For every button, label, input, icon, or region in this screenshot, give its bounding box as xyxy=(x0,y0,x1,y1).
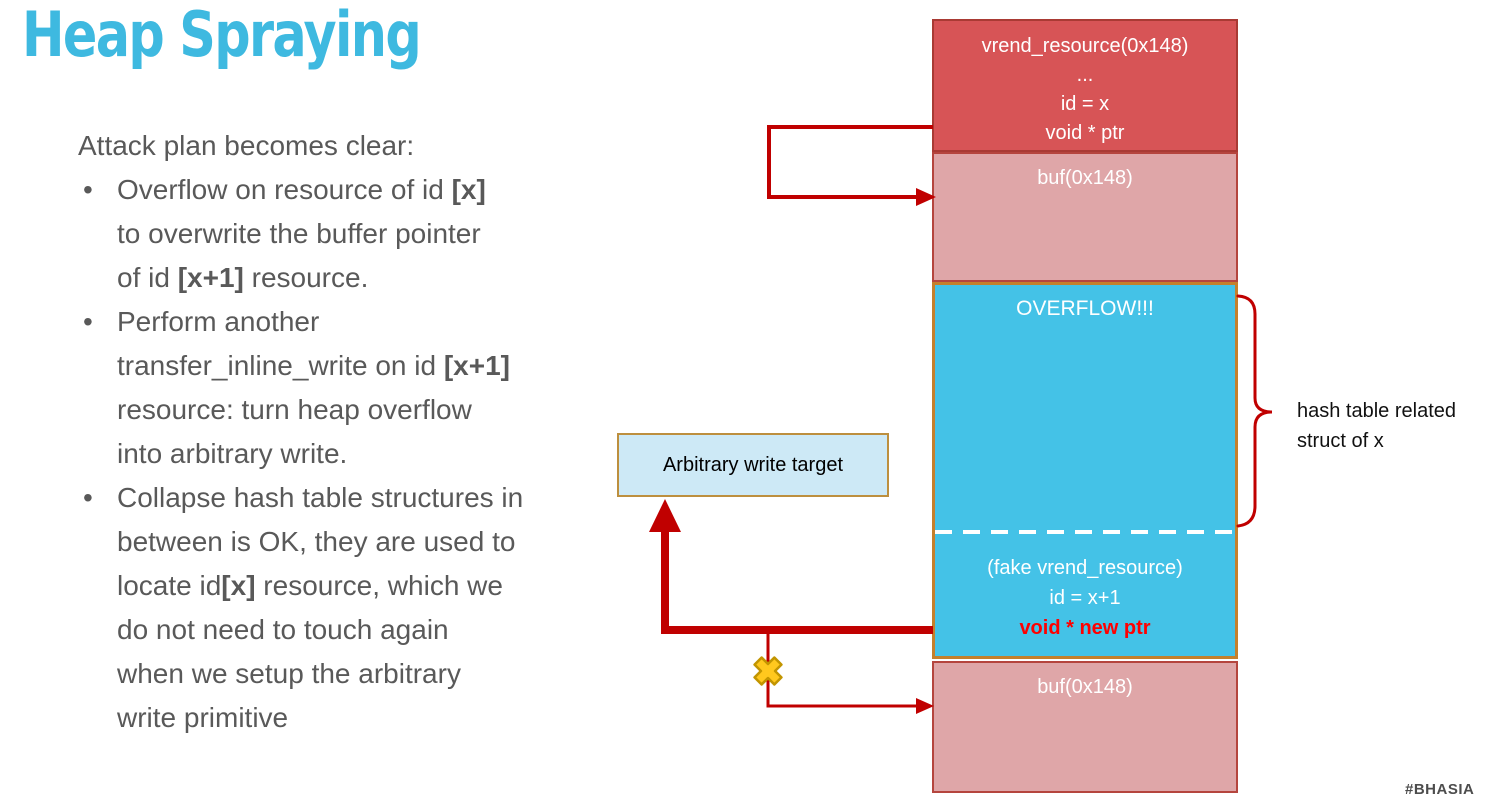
attack-plan-intro: Attack plan becomes clear: xyxy=(78,130,415,161)
buf-bottom-label: buf(0x148) xyxy=(1037,676,1133,698)
fake-vrend-resource: (fake vrend_resource) id = x+1 void * ne… xyxy=(935,553,1235,643)
buf-top-label: buf(0x148) xyxy=(1037,167,1133,189)
attack-plan-text: Attack plan becomes clear: Overflow on r… xyxy=(78,124,638,740)
arbitrary-write-target-label: Arbitrary write target xyxy=(662,453,844,476)
new-ptr-arrow xyxy=(649,499,933,634)
hash-table-label-line1: hash table related xyxy=(1297,400,1457,422)
fake-vrend-title: (fake vrend_resource) xyxy=(987,557,1183,579)
overflow-label: OVERFLOW!!! xyxy=(1016,297,1154,320)
vrend-resource-id: id = x xyxy=(1060,93,1110,115)
attack-plan-bullet: Collapse hash table structures inbetween… xyxy=(78,476,638,740)
fake-vrend-id: id = x+1 xyxy=(1049,587,1121,609)
buf-bottom-box: buf(0x148) xyxy=(932,661,1238,793)
hash-table-brace xyxy=(1236,294,1273,528)
vrend-resource-ptr: void * ptr xyxy=(1045,122,1125,144)
overflow-box: OVERFLOW!!! (fake vrend_resource) id = x… xyxy=(932,282,1238,659)
attack-plan-bullet: Overflow on resource of id [x]to overwri… xyxy=(78,168,638,300)
attack-plan-list: Overflow on resource of id [x]to overwri… xyxy=(78,168,638,740)
old-buf-arrow xyxy=(766,632,934,714)
slide-title: Heap Spraying xyxy=(22,0,422,71)
hash-table-label: hash table related struct of x xyxy=(1297,396,1456,456)
buf-top-box: buf(0x148) xyxy=(932,152,1238,282)
vrend-resource-box: vrend_resource(0x148) ... id = x void * … xyxy=(932,19,1238,152)
broken-link-x-icon xyxy=(753,656,783,686)
vrend-resource-ellipsis: ... xyxy=(1076,64,1094,86)
hash-table-label-line2: struct of x xyxy=(1297,430,1384,452)
vrend-resource-title: vrend_resource(0x148) xyxy=(981,35,1189,57)
event-hashtag: #BHASIA xyxy=(1405,781,1475,798)
fake-vrend-new-ptr: void * new ptr xyxy=(1019,617,1151,639)
ptr-to-buf-arrow xyxy=(767,125,936,206)
arbitrary-write-target-box: Arbitrary write target xyxy=(617,433,889,497)
